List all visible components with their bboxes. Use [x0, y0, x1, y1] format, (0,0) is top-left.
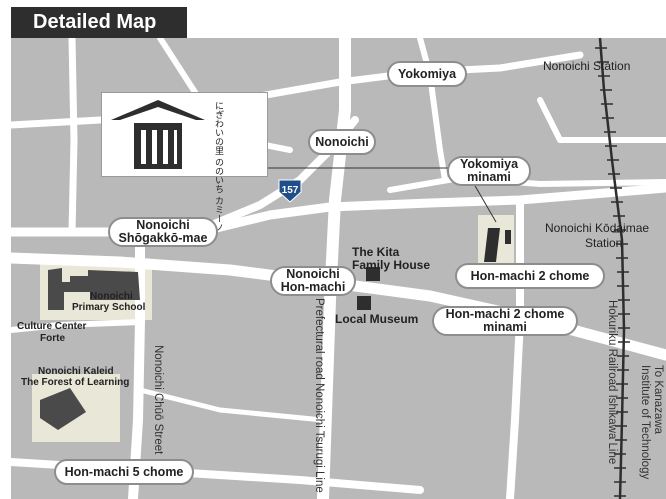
- kaleid-building: [40, 388, 86, 430]
- label-chuo-street: Nonoichi Chūō Street: [152, 345, 164, 455]
- route-number: 157: [282, 185, 299, 196]
- stop-nonoichi-honmachi[interactable]: Nonoichi Hon-machi: [270, 266, 356, 296]
- road-ne: [537, 97, 666, 143]
- label-kodaimae-station-line2: Station: [585, 236, 623, 250]
- label-nonoichi-station: Nonoichi Station: [543, 59, 631, 73]
- stop-yokomiya[interactable]: Yokomiya: [387, 61, 467, 87]
- stop-nonoichi[interactable]: Nonoichi: [308, 129, 376, 155]
- local-museum-building: [357, 296, 371, 310]
- logo-vertical-text: にぎわいの里 ののいち カミーノ: [214, 101, 224, 233]
- stop-honmachi-2-chome-minami[interactable]: Hon-machi 2 chome minami: [432, 306, 578, 336]
- label-primary-school-line1: Nonoichi: [90, 291, 133, 302]
- label-primary-school-line2: Primary School: [72, 302, 146, 313]
- label-prefectural-road: Prefectural road Nonoichi Tsurugi Line: [313, 298, 325, 493]
- road-east-vertical: [506, 196, 524, 499]
- leader-line-yokomiya-minami: [473, 183, 497, 223]
- nonoichi-logo: にぎわいの里 ののいち カミーノ: [101, 92, 268, 233]
- label-culture-center-line2: Forte: [40, 333, 65, 344]
- road-center-north: [417, 35, 448, 183]
- station-building-small: [505, 230, 511, 244]
- road-prefectural: [317, 32, 351, 499]
- label-kaleid-line1: Nonoichi Kaleid: [38, 366, 114, 377]
- label-culture-center-line1: Culture Center: [17, 321, 87, 332]
- primary-school-building: [48, 268, 140, 310]
- shrine-gate-icon: [111, 100, 205, 169]
- route-157-shield-icon: 157: [278, 179, 302, 203]
- label-kita-family-house-line2: Family House: [352, 258, 431, 272]
- stop-honmachi-2-chome[interactable]: Hon-machi 2 chome: [455, 263, 605, 289]
- label-kaleid-line2: The Forest of Learning: [21, 377, 130, 388]
- stop-honmachi-5-chome[interactable]: Hon-machi 5 chome: [54, 459, 194, 485]
- stop-yokomiya-minami[interactable]: Yokomiya minami: [447, 156, 531, 186]
- label-to-kanazawa-line2: Institute of Technology: [639, 365, 651, 480]
- stop-shogakko-mae[interactable]: Nonoichi Shōgakkō-mae: [108, 217, 218, 247]
- road-lower-mid: [137, 387, 326, 423]
- road-west-vertical: [68, 34, 78, 236]
- railroad: [595, 37, 630, 499]
- label-to-kanazawa-line1: To Kanazawa: [652, 365, 664, 435]
- label-railroad: Hokuriku Railroad Ishikawa Line: [606, 300, 618, 465]
- label-kodaimae-station-line1: Nonoichi Kōdaimae: [545, 221, 650, 235]
- kita-family-house-building: [366, 267, 380, 281]
- map-title-banner: Detailed Map: [11, 7, 187, 38]
- station-building: [484, 228, 500, 262]
- road-lower-west: [8, 319, 143, 333]
- label-kita-family-house-line1: The Kita: [352, 245, 400, 259]
- label-local-museum: Local Museum: [335, 312, 419, 326]
